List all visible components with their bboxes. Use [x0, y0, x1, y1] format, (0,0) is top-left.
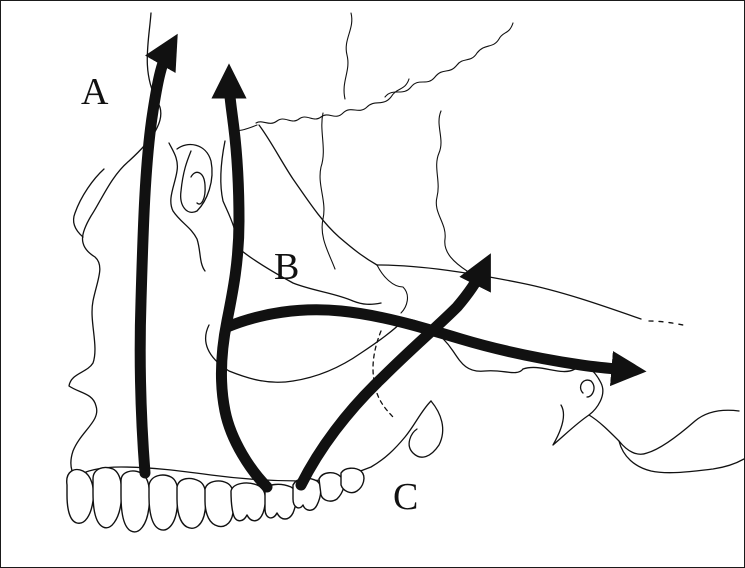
label-a: A [81, 73, 108, 111]
arrow-a-inner [221, 81, 267, 487]
label-c: C [393, 478, 418, 516]
skull-outline [69, 13, 744, 481]
teeth [67, 467, 364, 531]
label-b: B [274, 248, 299, 286]
force-arrows [140, 49, 629, 487]
arrow-c [301, 269, 483, 485]
arrow-a-outer [140, 49, 169, 473]
